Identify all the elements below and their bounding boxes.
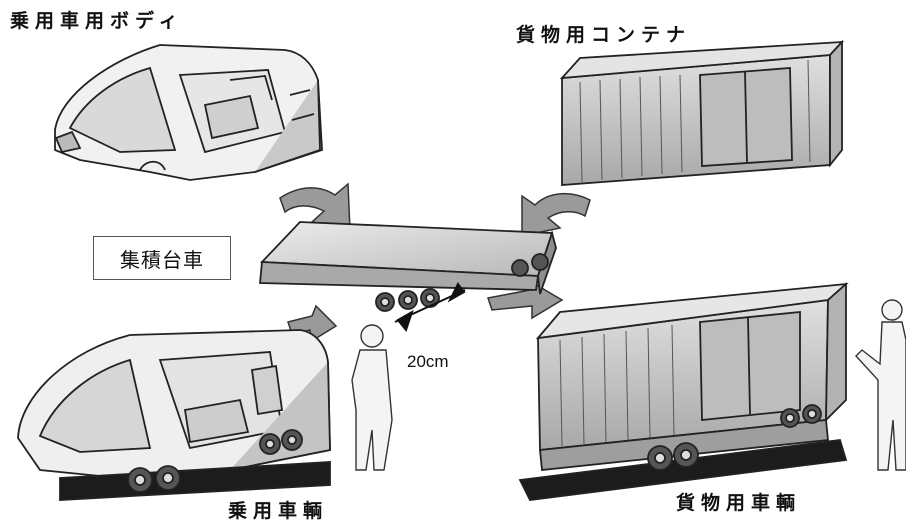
cargo-vehicle-drawing	[518, 281, 849, 501]
passenger-body-drawing	[54, 44, 323, 181]
person-right	[855, 299, 906, 471]
passenger-vehicle-drawing	[17, 329, 331, 501]
cargo-vehicle-label: 貨物用車輌	[676, 492, 802, 514]
passenger-vehicle-label: 乗用車輌	[228, 500, 329, 522]
platform-label-box: 集積台車	[93, 236, 231, 280]
person-left	[351, 324, 393, 471]
cargo-container-drawing	[559, 39, 845, 186]
gap-label: 20cm	[407, 352, 449, 371]
passenger-body-label: 乗用車用ボディ	[10, 10, 184, 32]
platform-drawing	[259, 221, 557, 312]
cargo-container-label: 貨物用コンテナ	[516, 24, 692, 46]
gap-indicator	[394, 282, 466, 333]
arrow-container-to-platform	[521, 193, 591, 237]
